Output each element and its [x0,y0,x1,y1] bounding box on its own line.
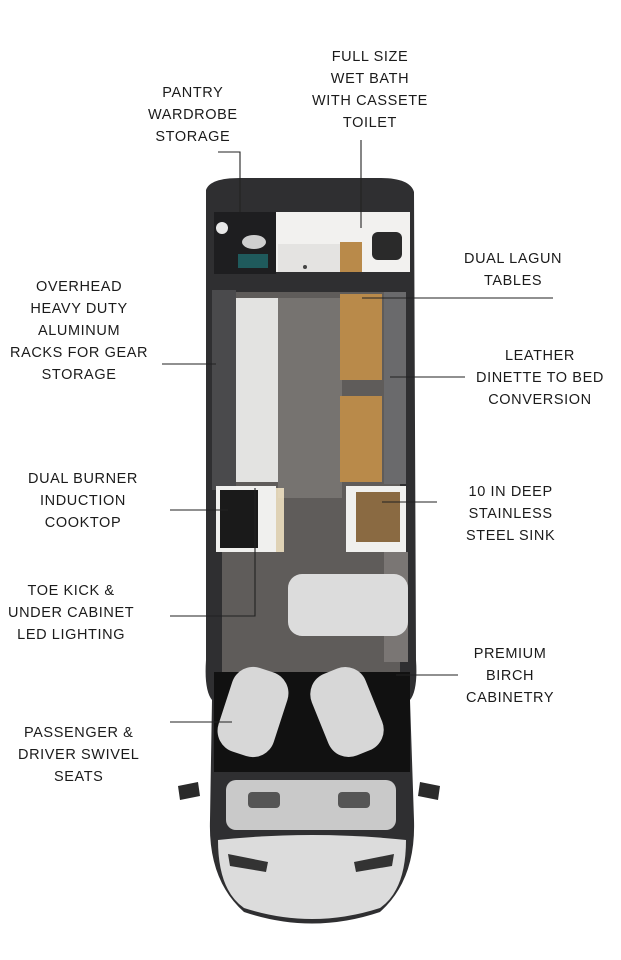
callout-line: STORAGE [155,129,231,145]
headlight-right [354,854,394,872]
callout-line: DUAL LAGUN [464,251,563,267]
callout-line: STORAGE [41,367,117,383]
callout-line: DINETTE TO BED [476,370,604,386]
callout-tables: DUAL LAGUN TABLES [464,248,562,292]
right-mirror [418,782,440,800]
callout-cooktop: DUAL BURNER INDUCTION COOKTOP [28,468,138,534]
callout-cabinetry: PREMIUM BIRCH CABINETRY [466,643,554,709]
callout-line: 10 IN DEEP [468,484,553,500]
passenger-seat [217,666,289,758]
callout-line: FULL SIZE [331,49,409,65]
callout-seats: PASSENGER & DRIVER SWIVEL SEATS [18,722,139,788]
callout-line: LEATHER [504,348,575,364]
bath-floor [278,244,340,272]
dinette-table-1 [340,294,382,380]
led-glow [276,488,284,552]
callout-line: WARDROBE [148,107,238,123]
callout-line: PASSENGER & [23,725,134,741]
callout-line: SEATS [53,769,104,785]
callout-line: CONVERSION [488,392,592,408]
cassette-toilet [372,232,402,260]
left-bench [236,298,278,482]
callout-dinette: LEATHER DINETTE TO BED CONVERSION [476,345,604,411]
callout-bath: FULL SIZE WET BATH WITH CASSETE TOILET [312,46,428,134]
headlight-left [228,854,268,872]
bath-step [340,242,362,272]
callout-line: ALUMINUM [37,323,121,339]
leader-led [170,488,256,617]
pantry-item-roll [216,222,228,234]
callout-line: CABINETRY [466,690,555,706]
left-mirror [178,782,200,800]
right-dinette-bench [384,292,406,484]
dash-vent-right [338,792,370,808]
callout-line: STAINLESS [468,506,553,522]
callout-line: DUAL BURNER [28,471,138,487]
dash-vent-left [248,792,280,808]
callout-line: COOKTOP [44,515,122,531]
hood [218,835,406,919]
callout-line: TOE KICK & [27,583,115,599]
callout-line: WET BATH [330,71,410,87]
callout-line: UNDER CABINET [8,605,135,621]
callout-line: PANTRY [162,85,224,101]
callout-line: WITH CASSETE [312,93,428,109]
dinette-table-2 [340,396,382,482]
callout-line: DRIVER SWIVEL [18,747,140,763]
callout-line: STEEL SINK [466,528,556,544]
aisle [278,298,342,498]
callout-line: OVERHEAD [35,279,123,295]
callout-line: TOILET [342,115,398,131]
seat-cushion [288,574,408,636]
driver-seat [310,666,384,758]
pantry-item-teal [238,254,268,268]
pantry-item-shoes [242,235,266,249]
leader-pantry [218,151,241,212]
cooktop [220,490,258,548]
callout-line: TABLES [484,273,543,289]
callout-line: BIRCH [486,668,535,684]
bath-drain [303,265,307,269]
callout-sink: 10 IN DEEP STAINLESS STEEL SINK [466,481,555,547]
callout-line: PREMIUM [473,646,547,662]
left-racks [212,290,236,490]
callout-line: INDUCTION [40,493,126,509]
sink-basin [356,492,400,542]
callout-pantry: PANTRY WARDROBE STORAGE [148,82,238,148]
callout-racks: OVERHEAD HEAVY DUTY ALUMINUM RACKS FOR G… [10,276,148,386]
callout-line: LED LIGHTING [17,627,126,643]
callout-led: TOE KICK & UNDER CABINET LED LIGHTING [8,580,134,646]
callout-line: HEAVY DUTY [30,301,128,317]
callout-line: RACKS FOR GEAR [10,345,149,361]
